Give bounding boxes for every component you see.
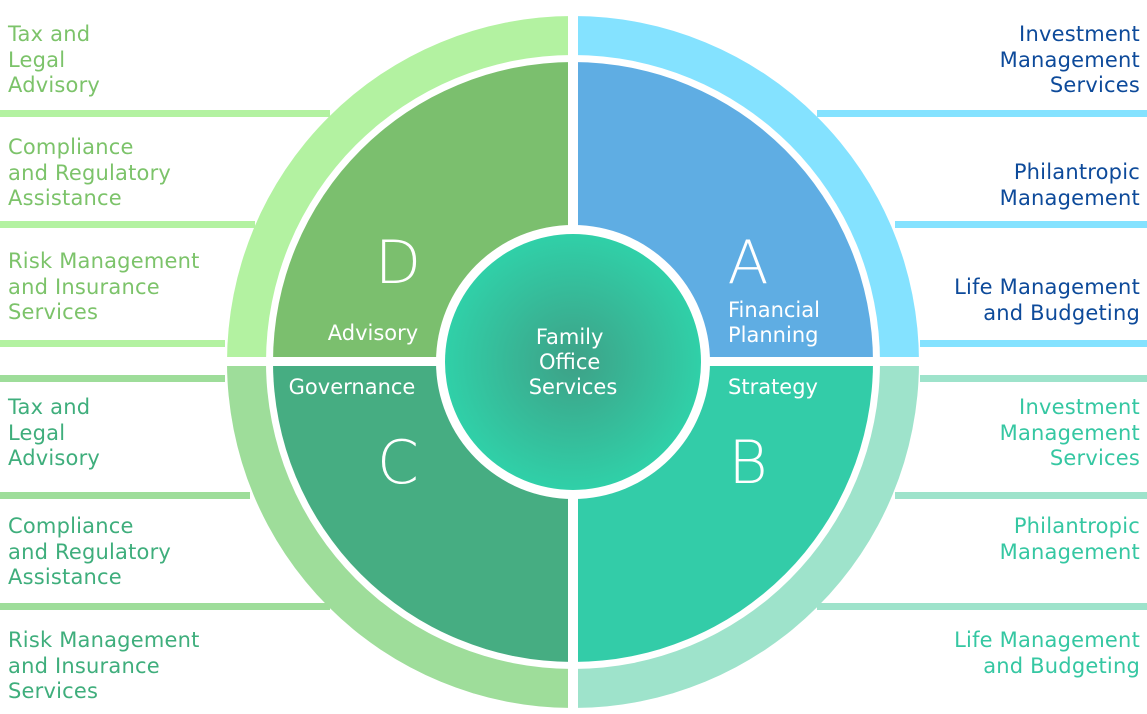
center-title-line-3: Services [529, 375, 618, 399]
right-top-label-2: Philantropic Management [999, 160, 1140, 210]
connector-bar-left-6 [0, 603, 330, 610]
quadrant-b-label-line: Strategy [728, 375, 818, 399]
left-bottom-label-1: Tax and Legal Advisory [8, 395, 101, 470]
quadrant-b-letter: B [728, 428, 767, 498]
center-title: Family Office Services [529, 325, 618, 399]
left-top-label-1: Tax and Legal Advisory [8, 22, 101, 97]
center-title-line-2: Office [539, 350, 600, 374]
right-top-label-3: Life Management and Budgeting [954, 275, 1140, 325]
right-bottom-label-1: Investment Management Services [999, 395, 1140, 470]
quadrant-c-letter: C [377, 428, 419, 498]
connector-bar-left-2 [0, 221, 255, 228]
right-bottom-label-3: Life Management and Budgeting [954, 628, 1140, 678]
connector-bar-right-1 [817, 110, 1147, 117]
quadrant-a-label-line-1: Financial [728, 298, 820, 322]
quadrant-c-label: Governance [289, 375, 416, 399]
connector-bar-left-1 [0, 110, 330, 117]
connector-bar-right-3 [920, 340, 1147, 347]
quadrant-d-label: Advisory [328, 321, 418, 345]
left-top-label-2: Compliance and Regulatory Assistance [8, 135, 172, 210]
quadrant-a-label: Financial Planning [728, 298, 827, 347]
quadrant-b-label: Strategy [728, 375, 818, 399]
connector-bar-right-4 [920, 375, 1147, 382]
quadrant-c-label-line: Governance [289, 375, 416, 399]
connector-bar-right-5 [895, 492, 1147, 499]
right-top-label-1: Investment Management Services [999, 22, 1140, 97]
connector-bar-left-4 [0, 375, 225, 382]
left-top-label-3: Risk Management and Insurance Services [8, 249, 200, 324]
quadrant-a-label-line-2: Planning [728, 323, 818, 347]
connector-bar-right-2 [895, 221, 1147, 228]
left-bottom-label-3: Risk Management and Insurance Services [8, 628, 200, 703]
connector-bars [0, 110, 1147, 610]
quadrant-d-letter: D [375, 228, 421, 298]
left-bottom-label-2: Compliance and Regulatory Assistance [8, 514, 172, 589]
center-title-line-1: Family [536, 325, 604, 349]
right-bottom-label-2: Philantropic Management [999, 514, 1140, 564]
quadrant-d-label-line: Advisory [328, 321, 418, 345]
connector-bar-left-3 [0, 340, 225, 347]
quadrant-a-letter: A [727, 228, 768, 298]
connector-bar-left-5 [0, 492, 250, 499]
connector-bar-right-6 [817, 603, 1147, 610]
center-circle [445, 234, 701, 490]
